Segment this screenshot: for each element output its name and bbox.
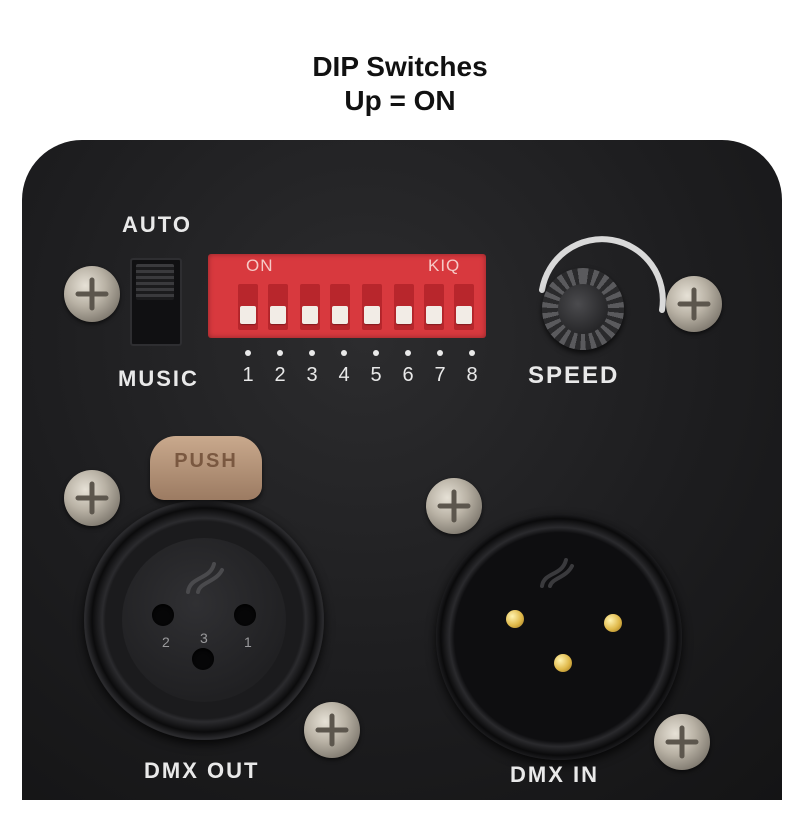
dip-dot [245, 350, 251, 356]
xlr-pin [554, 654, 572, 672]
push-release-tab[interactable]: PUSH [150, 436, 262, 500]
dmx-out-connector[interactable]: 2 3 1 [84, 500, 324, 740]
dip-number-2: 2 [274, 364, 286, 386]
dip-number-6: 6 [402, 364, 414, 386]
music-label: MUSIC [118, 366, 199, 391]
dip-lever [364, 306, 380, 324]
screw-icon [654, 714, 710, 770]
screw-icon [304, 702, 360, 758]
dip-dot [437, 350, 443, 356]
dip-switch-8[interactable] [454, 284, 474, 330]
xlr-socket-hole [234, 604, 256, 626]
flame-logo-icon [540, 558, 574, 588]
flame-logo-icon [186, 562, 224, 594]
xlr-socket-hole [192, 648, 214, 670]
xlr-female-face: 2 3 1 [122, 538, 286, 702]
screw-icon [426, 478, 482, 534]
push-label: PUSH [174, 450, 238, 472]
pin-number: 3 [200, 630, 208, 646]
auto-music-switch[interactable] [130, 258, 182, 346]
pin-number: 1 [244, 634, 252, 650]
dmx-out-label: DMX OUT [144, 758, 260, 783]
speed-label: SPEED [528, 362, 620, 389]
dip-dot [309, 350, 315, 356]
dip-dot [469, 350, 475, 356]
dip-switch-4[interactable] [330, 284, 350, 330]
dip-switch-block: ON KIQ [208, 254, 486, 338]
dip-number-3: 3 [306, 364, 318, 386]
device-panel: AUTO MUSIC ON KIQ 1 2 3 4 5 6 7 8 SPEED [22, 140, 782, 800]
caption-title: DIP Switches [312, 51, 488, 82]
dip-number-1: 1 [242, 364, 254, 386]
dip-lever [426, 306, 442, 324]
pin-number: 2 [162, 634, 170, 650]
dip-switch-2[interactable] [268, 284, 288, 330]
dip-on-label: ON [246, 256, 274, 275]
screw-icon [64, 470, 120, 526]
dip-number-8: 8 [466, 364, 478, 386]
dip-switch-6[interactable] [394, 284, 414, 330]
dip-lever [240, 306, 256, 324]
dip-switch-5[interactable] [362, 284, 382, 330]
xlr-pin [604, 614, 622, 632]
dip-lever [302, 306, 318, 324]
dip-dot [277, 350, 283, 356]
dip-brand-mark: KIQ [428, 256, 461, 275]
dip-dot [373, 350, 379, 356]
caption: DIP Switches Up = ON [0, 50, 800, 118]
screw-icon [666, 276, 722, 332]
dip-lever [270, 306, 286, 324]
dip-dot [341, 350, 347, 356]
dip-switch-7[interactable] [424, 284, 444, 330]
speed-scale-arc [539, 236, 666, 313]
dip-number-4: 4 [338, 364, 350, 386]
dip-switch-3[interactable] [300, 284, 320, 330]
screw-icon [64, 266, 120, 322]
xlr-socket-hole [152, 604, 174, 626]
dmx-in-label: DMX IN [510, 762, 599, 787]
dip-switch-1[interactable] [238, 284, 258, 330]
switch-knob [136, 264, 174, 300]
knob-cap [558, 284, 608, 334]
xlr-pin [506, 610, 524, 628]
dip-lever [456, 306, 472, 324]
dip-number-7: 7 [434, 364, 446, 386]
dip-lever [396, 306, 412, 324]
dmx-in-connector[interactable] [436, 514, 682, 760]
speed-knob[interactable] [542, 268, 624, 350]
dip-dot [405, 350, 411, 356]
auto-label: AUTO [122, 212, 192, 237]
dip-number-5: 5 [370, 364, 382, 386]
caption-subtitle: Up = ON [344, 85, 456, 116]
dip-lever [332, 306, 348, 324]
